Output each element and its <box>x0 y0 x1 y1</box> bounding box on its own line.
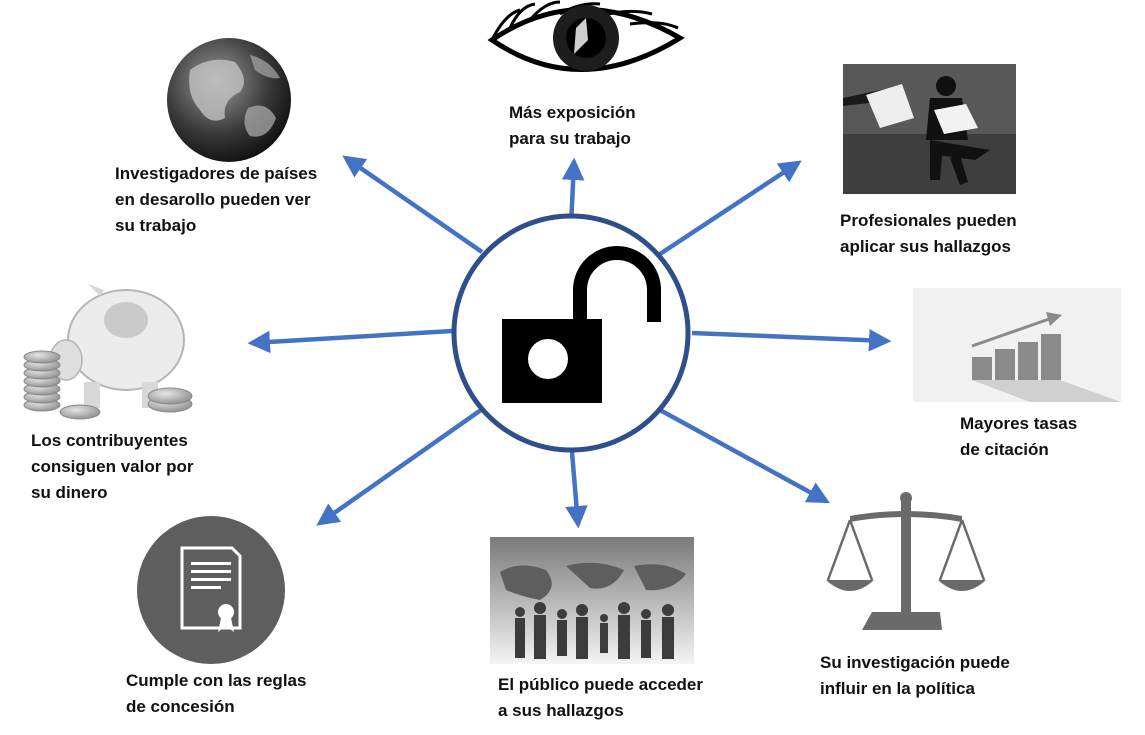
label-taxpayers: Los contribuyentes consiguen valor por s… <box>31 431 194 502</box>
certificate-icon <box>137 516 285 664</box>
arrow-to-developing <box>342 155 484 254</box>
label-public: El público puede acceder a sus hallazgos <box>498 675 704 720</box>
arrow-to-taxpayers <box>247 328 453 354</box>
arrow-to-grants <box>316 408 483 526</box>
label-professionals: Profesionales pueden aplicar sus hallazg… <box>840 211 1017 256</box>
people-world-map-icon <box>490 537 694 664</box>
growth-bar-chart-icon <box>913 288 1121 402</box>
arrow-to-public <box>565 439 588 529</box>
arrow-to-policy <box>658 408 830 504</box>
scales-of-justice-icon <box>826 492 986 630</box>
open-padlock-icon <box>451 213 691 453</box>
label-grants: Cumple con las reglas de concesión <box>126 671 307 716</box>
businessman-reading-icon <box>843 64 1016 194</box>
label-exposure: Más exposición para su trabajo <box>509 103 636 148</box>
label-developing: Investigadores de países en desarollo pu… <box>115 164 318 235</box>
eye-icon <box>487 0 685 72</box>
label-citations: Mayores tasas de citación <box>960 414 1078 459</box>
arrow-to-citations <box>691 329 892 352</box>
globe-icon <box>167 38 291 162</box>
label-policy: Su investigación puede influir en la pol… <box>820 653 1010 698</box>
arrows <box>247 155 892 529</box>
arrow-to-professionals <box>658 160 802 256</box>
piggy-bank-icon <box>23 284 193 420</box>
